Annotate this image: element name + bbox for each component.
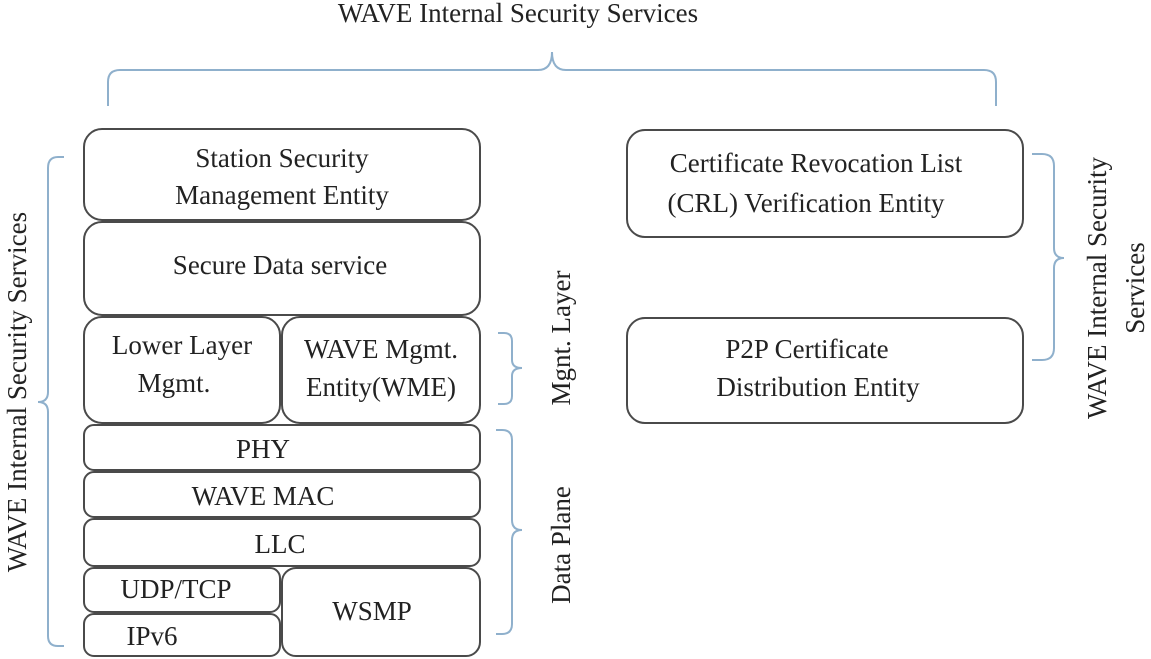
right-label-line1: WAVE Internal Security <box>1082 157 1112 419</box>
llc-label: LLC <box>255 529 306 559</box>
ipv6-box: IPv6 <box>83 613 281 657</box>
phy-label: PHY <box>236 434 290 464</box>
lower-layer-mgmt-box: Lower Layer Mgmt. <box>83 316 281 424</box>
wave-mac-label: WAVE MAC <box>192 481 335 511</box>
secure-data-service-label: Secure Data service <box>173 250 387 280</box>
wme-label-line2: Entity(WME) <box>306 372 456 402</box>
ssme-box: Station Security Management Entity <box>83 128 481 221</box>
data-plane-brace <box>496 429 523 635</box>
wsmp-box: WSMP <box>281 567 481 657</box>
llc-box: LLC <box>83 518 481 567</box>
wsmp-label: WSMP <box>332 596 412 626</box>
crl-label-line1: Certificate Revocation List <box>670 148 963 178</box>
lower-layer-label-line2: Mgmt. <box>138 368 211 398</box>
ssme-label-line1: Station Security <box>195 143 369 173</box>
left-brace <box>37 156 64 647</box>
crl-label-line2: (CRL) Verification Entity <box>668 188 945 218</box>
lower-layer-label-line1: Lower Layer <box>112 330 252 360</box>
udp-tcp-box: UDP/TCP <box>83 567 281 613</box>
p2p-label-line2: Distribution Entity <box>716 372 920 402</box>
top-brace <box>107 51 997 106</box>
data-plane-label: Data Plane <box>546 486 576 604</box>
ipv6-label: IPv6 <box>126 621 177 651</box>
left-label: WAVE Internal Security Services <box>2 212 32 572</box>
wave-mac-box: WAVE MAC <box>83 471 481 518</box>
ssme-label-line2: Management Entity <box>175 180 389 210</box>
mgmt-layer-label: Mgnt. Layer <box>546 271 576 406</box>
right-brace <box>1032 153 1065 361</box>
mgmt-layer-brace <box>498 332 523 405</box>
phy-box: PHY <box>83 424 481 471</box>
udp-tcp-label: UDP/TCP <box>120 574 231 604</box>
p2p-label-line1: P2P Certificate <box>725 334 888 364</box>
secure-data-service-box: Secure Data service <box>83 221 481 316</box>
crl-verification-box: Certificate Revocation List (CRL) Verifi… <box>626 129 1024 238</box>
wme-box: WAVE Mgmt. Entity(WME) <box>281 316 481 424</box>
p2p-certificate-box: P2P Certificate Distribution Entity <box>626 317 1024 424</box>
right-label-line2: Services <box>1120 242 1150 333</box>
wme-label-line1: WAVE Mgmt. <box>304 334 458 364</box>
top-label: WAVE Internal Security Services <box>338 0 698 28</box>
